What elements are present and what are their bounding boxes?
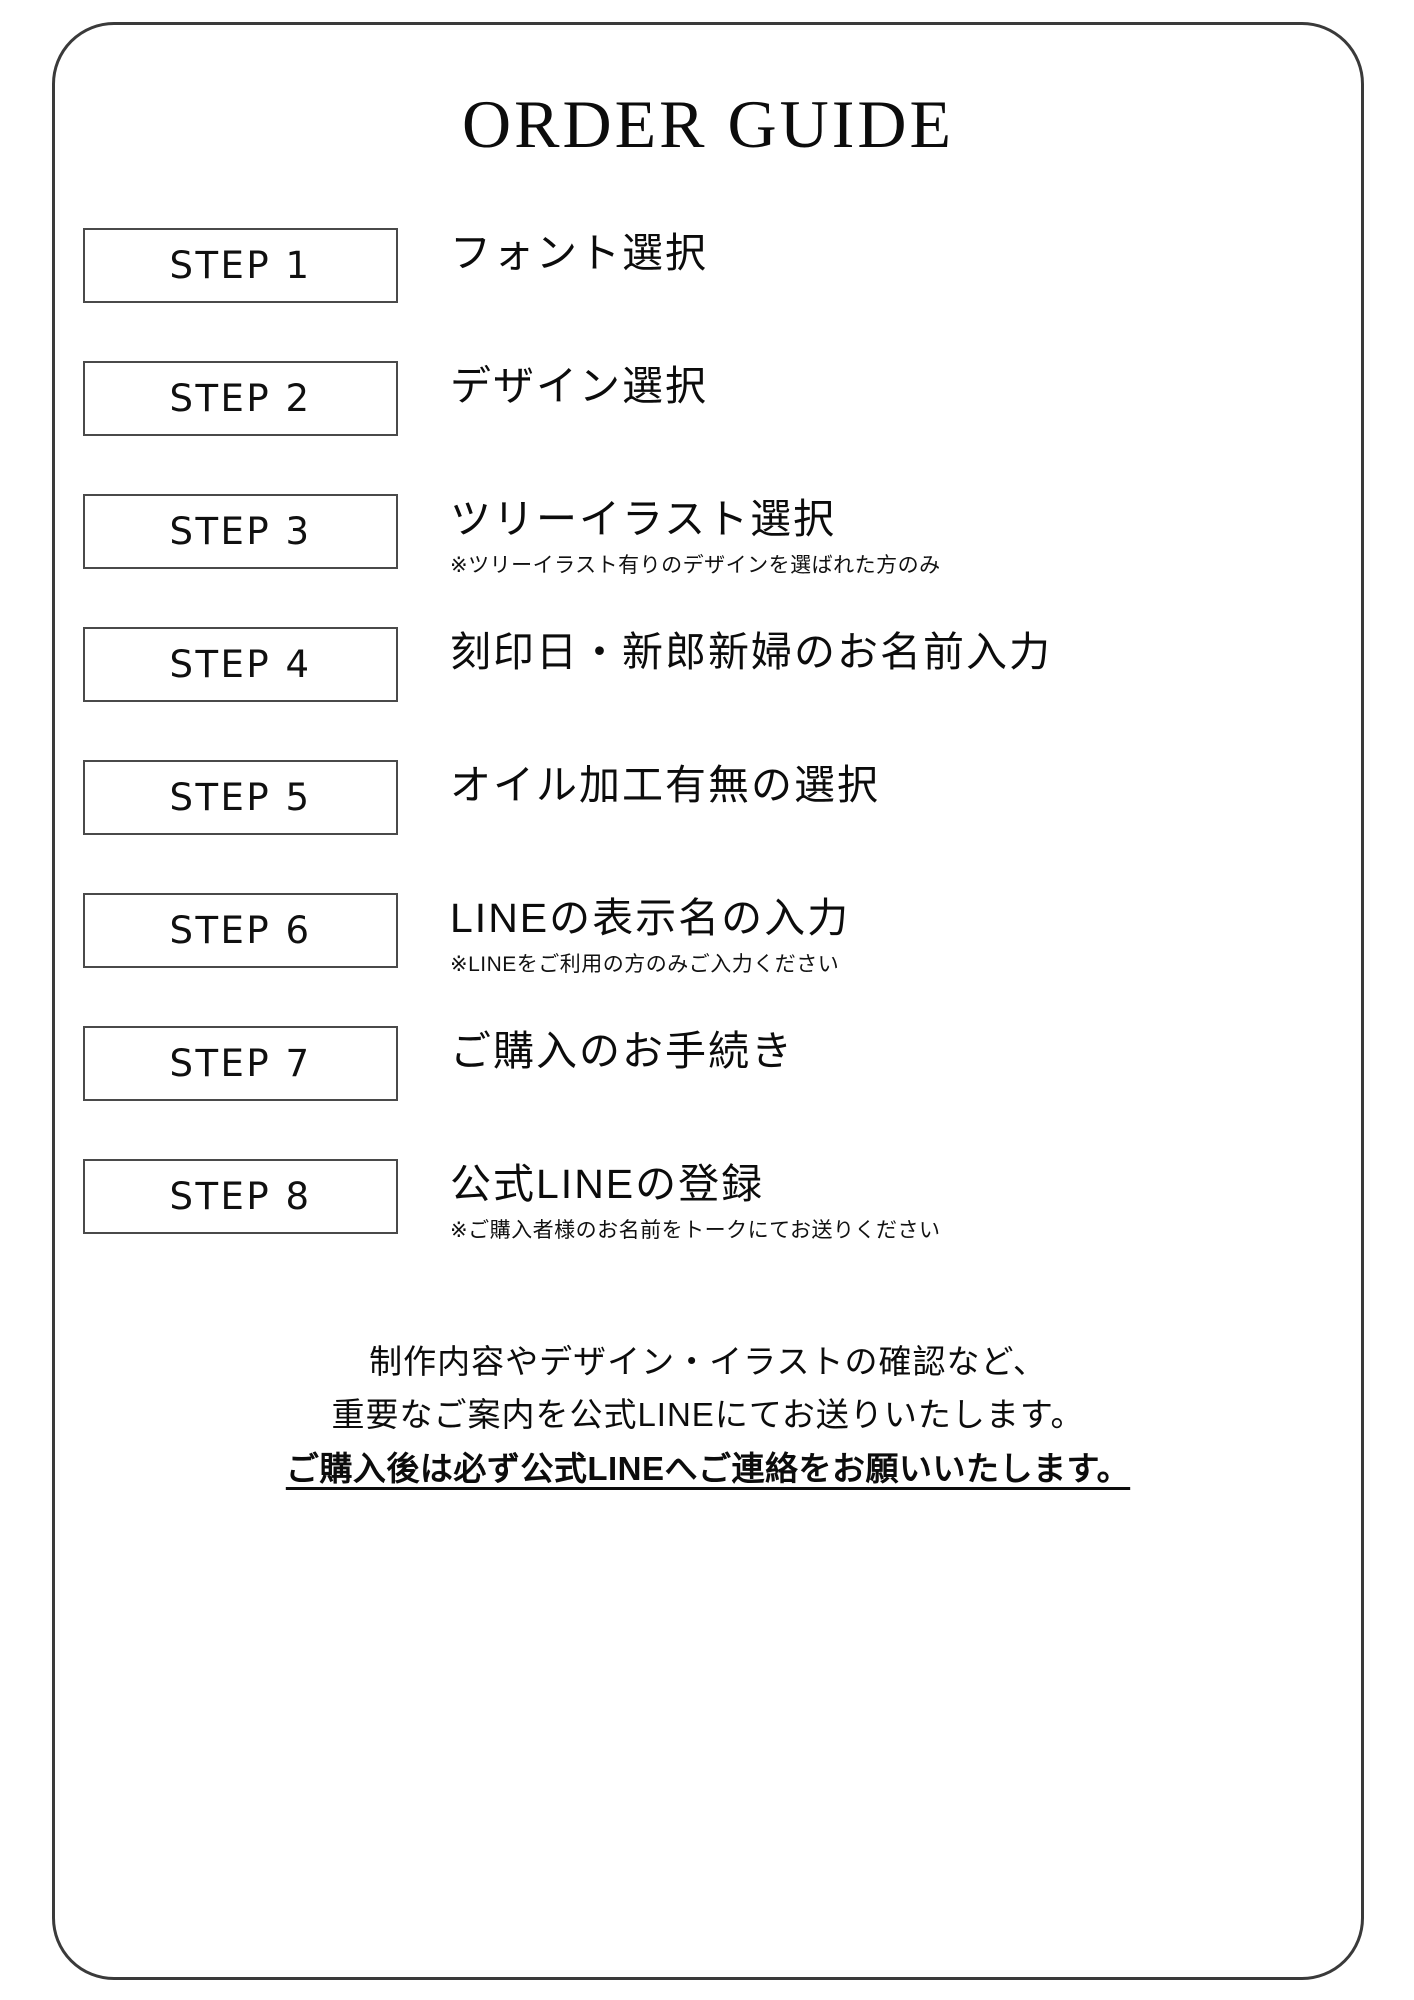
footer-line-3-emphasis: ご購入後は必ず公式LINEへご連絡をお願いいたします。 — [285, 1449, 1131, 1487]
step-title: オイル加工有無の選択 — [450, 762, 880, 808]
step-title: LINEの表示名の入力 — [450, 895, 851, 941]
step-badge-label: STEP 5 — [169, 776, 312, 819]
step-badge-1: STEP 1 — [83, 228, 398, 303]
page-title: ORDER GUIDE — [462, 86, 954, 162]
step-badge-label: STEP 4 — [169, 643, 312, 686]
step-note: ※ツリーイラスト有りのデザインを選ばれた方のみ — [450, 554, 941, 578]
step-row: STEP 4 刻印日・新郎新婦のお名前入力 — [83, 619, 1333, 752]
order-guide-card: ORDER GUIDE STEP 1 フォント選択 STEP 2 デザイン選択 … — [52, 22, 1364, 1980]
step-row: STEP 7 ご購入のお手続き — [83, 1018, 1333, 1151]
step-title: ご購入のお手続き — [450, 1028, 794, 1074]
step-row: STEP 5 オイル加工有無の選択 — [83, 752, 1333, 885]
step-description-6: LINEの表示名の入力 ※LINEをご利用の方のみご入力ください — [398, 885, 1333, 980]
step-badge-label: STEP 7 — [169, 1042, 312, 1085]
step-note: ※LINEをご利用の方のみご入力ください — [450, 953, 840, 977]
step-note: ※ご購入者様のお名前をトークにてお送りください — [450, 1219, 941, 1243]
step-row: STEP 1 フォント選択 — [83, 220, 1333, 353]
step-list: STEP 1 フォント選択 STEP 2 デザイン選択 STEP 3 ツリーイラ… — [83, 220, 1333, 1284]
step-title: ツリーイラスト選択 — [450, 496, 837, 542]
step-badge-8: STEP 8 — [83, 1159, 398, 1234]
step-badge-label: STEP 8 — [169, 1175, 312, 1218]
footer-line-2: 重要なご案内を公式LINEにてお送りいたします。 — [331, 1396, 1085, 1434]
step-badge-label: STEP 3 — [169, 510, 312, 553]
footer-line-1: 制作内容やデザイン・イラストの確認など、 — [369, 1343, 1047, 1380]
step-description-8: 公式LINEの登録 ※ご購入者様のお名前をトークにてお送りください — [398, 1151, 1333, 1246]
step-title: フォント選択 — [450, 230, 708, 276]
footer-notice: 制作内容やデザイン・イラストの確認など、 重要なご案内を公式LINEにてお送りい… — [55, 1335, 1361, 1495]
step-badge-3: STEP 3 — [83, 494, 398, 569]
step-badge-2: STEP 2 — [83, 361, 398, 436]
step-description-1: フォント選択 — [398, 220, 1333, 285]
step-badge-5: STEP 5 — [83, 760, 398, 835]
step-badge-4: STEP 4 — [83, 627, 398, 702]
step-description-5: オイル加工有無の選択 — [398, 752, 1333, 817]
step-title: 公式LINEの登録 — [450, 1161, 765, 1207]
step-row: STEP 2 デザイン選択 — [83, 353, 1333, 486]
step-row: STEP 8 公式LINEの登録 ※ご購入者様のお名前をトークにてお送りください — [83, 1151, 1333, 1284]
step-badge-label: STEP 2 — [169, 377, 312, 420]
step-row: STEP 3 ツリーイラスト選択 ※ツリーイラスト有りのデザインを選ばれた方のみ — [83, 486, 1333, 619]
step-description-7: ご購入のお手続き — [398, 1018, 1333, 1083]
step-title: デザイン選択 — [450, 363, 708, 409]
step-badge-6: STEP 6 — [83, 893, 398, 968]
step-badge-label: STEP 1 — [169, 244, 312, 287]
step-description-4: 刻印日・新郎新婦のお名前入力 — [398, 619, 1333, 684]
step-badge-7: STEP 7 — [83, 1026, 398, 1101]
step-description-3: ツリーイラスト選択 ※ツリーイラスト有りのデザインを選ばれた方のみ — [398, 486, 1333, 581]
step-row: STEP 6 LINEの表示名の入力 ※LINEをご利用の方のみご入力ください — [83, 885, 1333, 1018]
step-badge-label: STEP 6 — [169, 909, 312, 952]
step-title: 刻印日・新郎新婦のお名前入力 — [450, 629, 1052, 675]
step-description-2: デザイン選択 — [398, 353, 1333, 418]
